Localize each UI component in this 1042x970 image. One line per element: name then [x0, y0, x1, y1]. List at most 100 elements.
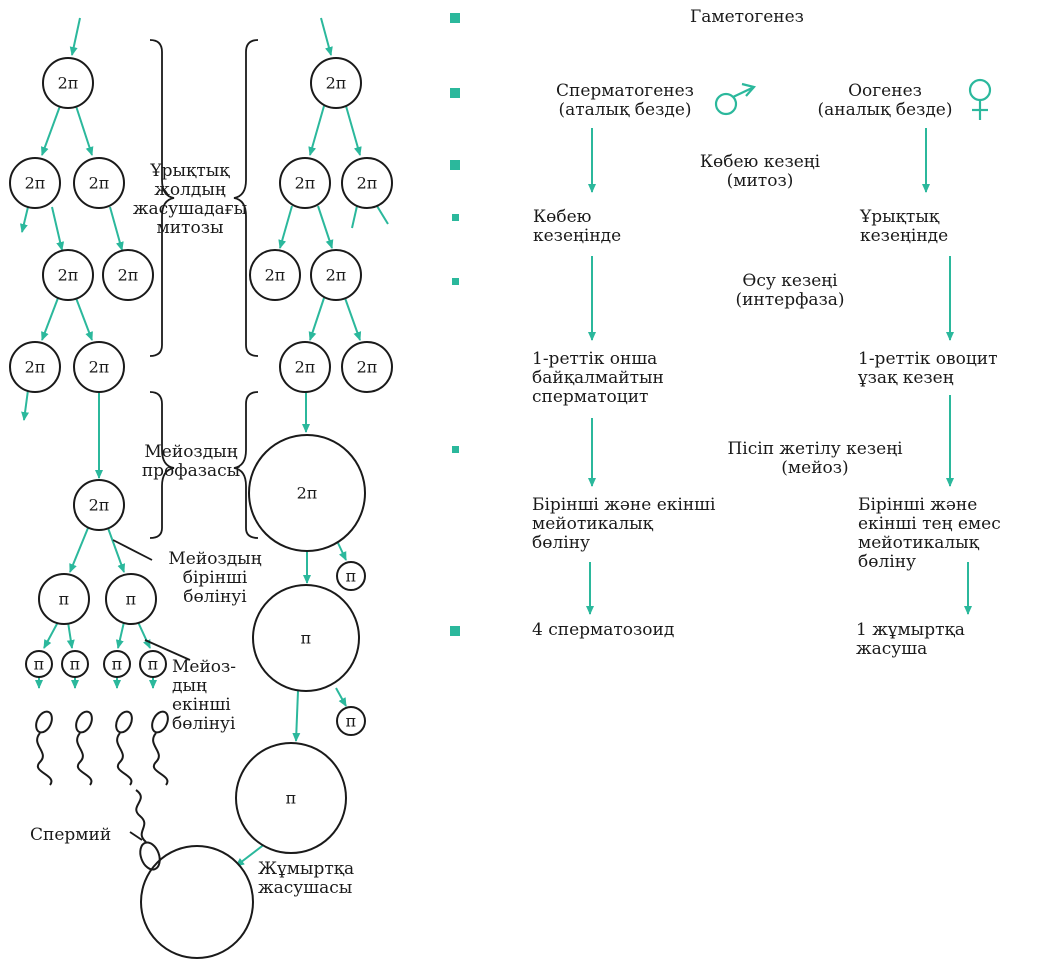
maturation-stage-label: Пісіп жетілу кезеңі (мейоз)	[665, 440, 965, 478]
sperm-meiosis-label: Бірінші және екінші мейотикалық бөліну	[532, 496, 715, 553]
right-mitosis-bracket	[233, 39, 259, 357]
haploid-cell: п	[139, 650, 167, 678]
reproduction-stage-label: Көбею кезеңі (митоз)	[680, 153, 840, 191]
cell-outline	[252, 584, 360, 692]
cell-outline	[73, 341, 125, 393]
female-symbol-ring	[968, 78, 992, 102]
cell-ploidy-label: п	[346, 567, 357, 586]
sperm-result-label-text: 4 сперматозоид	[532, 620, 675, 640]
cell-outline	[336, 706, 366, 736]
cell-outline	[38, 573, 90, 625]
diploid-cell: 2п	[248, 434, 366, 552]
diploid-cell: 2п	[249, 249, 301, 301]
pointer-line	[144, 639, 191, 661]
bullet-square	[450, 160, 460, 170]
cell-outline	[105, 573, 157, 625]
cell-ploidy-label: 2п	[265, 266, 286, 285]
cell-ploidy-label: 2п	[357, 358, 378, 377]
sperm-tail	[135, 789, 147, 843]
right-prophase-bracket	[233, 391, 259, 539]
flow-arrow	[66, 621, 75, 649]
cell-outline	[140, 845, 254, 959]
cell-outline	[310, 249, 362, 301]
flow-arrow	[41, 297, 59, 341]
cell-outline	[341, 157, 393, 209]
cell-outline	[279, 341, 331, 393]
cell-ploidy-label: 2п	[58, 74, 79, 93]
spermatogenesis-label: Сперматогенез (аталық безде)	[535, 82, 715, 120]
diploid-cell: 2п	[73, 341, 125, 393]
maturation-stage-label-text: Пісіп жетілу кезеңі (мейоз)	[727, 439, 903, 478]
sperm-tail	[116, 732, 133, 786]
haploid-cell: п	[336, 706, 366, 736]
flow-arrow	[335, 687, 347, 707]
bullet-square	[450, 13, 460, 23]
male-symbol-arrow	[732, 87, 753, 98]
egg-cell	[140, 845, 254, 959]
cell-ploidy-label: 2п	[89, 174, 110, 193]
flow-arrow	[308, 297, 325, 341]
primary-oocyte-label-text: 1-реттік овоцит ұзақ кезең	[858, 349, 998, 388]
diploid-cell: 2п	[310, 57, 362, 109]
bullet-square	[452, 214, 459, 221]
sperm-tail	[152, 732, 169, 786]
sperm-tail	[36, 732, 53, 786]
flow-arrow	[75, 105, 94, 156]
cell-outline	[336, 561, 366, 591]
cell-ploidy-label: п	[34, 655, 45, 674]
sperm-label: Спермий	[30, 826, 111, 845]
cell-ploidy-label: п	[59, 590, 70, 609]
flow-arrow	[75, 297, 93, 341]
bullet-square	[452, 278, 459, 285]
cell-outline	[279, 157, 331, 209]
cell-outline	[9, 341, 61, 393]
meiosis-second-division-label: Мейоз- дың екінші бөлінуі	[172, 658, 272, 734]
sperm-result-label: 4 сперматозоид	[532, 621, 674, 640]
flow-arrow	[278, 205, 293, 249]
meiosis-first-division-label-text: Мейоздың бірінші бөлінуі	[168, 549, 262, 607]
cell-outline	[249, 249, 301, 301]
diploid-cell: 2п	[42, 57, 94, 109]
bullet-square	[450, 626, 460, 636]
flow-arrow	[43, 621, 59, 649]
branch-line	[376, 205, 389, 225]
diploid-cell: 2п	[73, 479, 125, 531]
primary-spermatocyte-label-text: 1-реттік онша байқалмайтын сперматоцит	[532, 349, 664, 407]
diploid-cell: 2п	[341, 157, 393, 209]
cell-outline	[103, 650, 131, 678]
male-symbol-ring	[714, 92, 738, 116]
cell-ploidy-label: п	[286, 789, 297, 808]
cell-outline	[42, 57, 94, 109]
sperm-head	[139, 841, 161, 871]
oogenesis-label-text: Оогенез (аналық безде)	[817, 81, 953, 120]
egg-result-label: 1 жұмыртқа жасуша	[856, 621, 965, 659]
primary-oocyte-label: 1-реттік овоцит ұзақ кезең	[858, 350, 998, 388]
spermatogenesis-label-text: Сперматогенез (аталық безде)	[556, 81, 694, 120]
cell-outline	[61, 650, 89, 678]
cell-ploidy-label: 2п	[357, 174, 378, 193]
flow-arrow	[344, 297, 362, 341]
diploid-cell: 2п	[102, 249, 154, 301]
left-mitosis-bracket	[149, 39, 175, 357]
cell-ploidy-label: 2п	[326, 266, 347, 285]
sperm-tail	[76, 732, 93, 786]
flow-arrow	[69, 17, 81, 56]
flow-arrow	[51, 206, 65, 251]
cell-ploidy-label: 2п	[25, 174, 46, 193]
cell-ploidy-label: 2п	[25, 358, 46, 377]
sperm-reproduction-label: Көбею кезеңінде	[533, 208, 621, 246]
diploid-cell: 2п	[42, 249, 94, 301]
sperm-head	[115, 710, 133, 734]
sperm-label-text: Спермий	[30, 825, 112, 845]
flow-arrow	[69, 527, 89, 573]
branch-line	[351, 205, 358, 229]
sperm-head	[75, 710, 93, 734]
meiosis-second-division-label-text: Мейоз- дың екінші бөлінуі	[172, 657, 237, 734]
haploid-cell: п	[25, 650, 53, 678]
cell-outline	[25, 650, 53, 678]
haploid-cell: п	[103, 650, 131, 678]
haploid-cell: п	[235, 742, 347, 854]
diploid-cell: 2п	[9, 157, 61, 209]
